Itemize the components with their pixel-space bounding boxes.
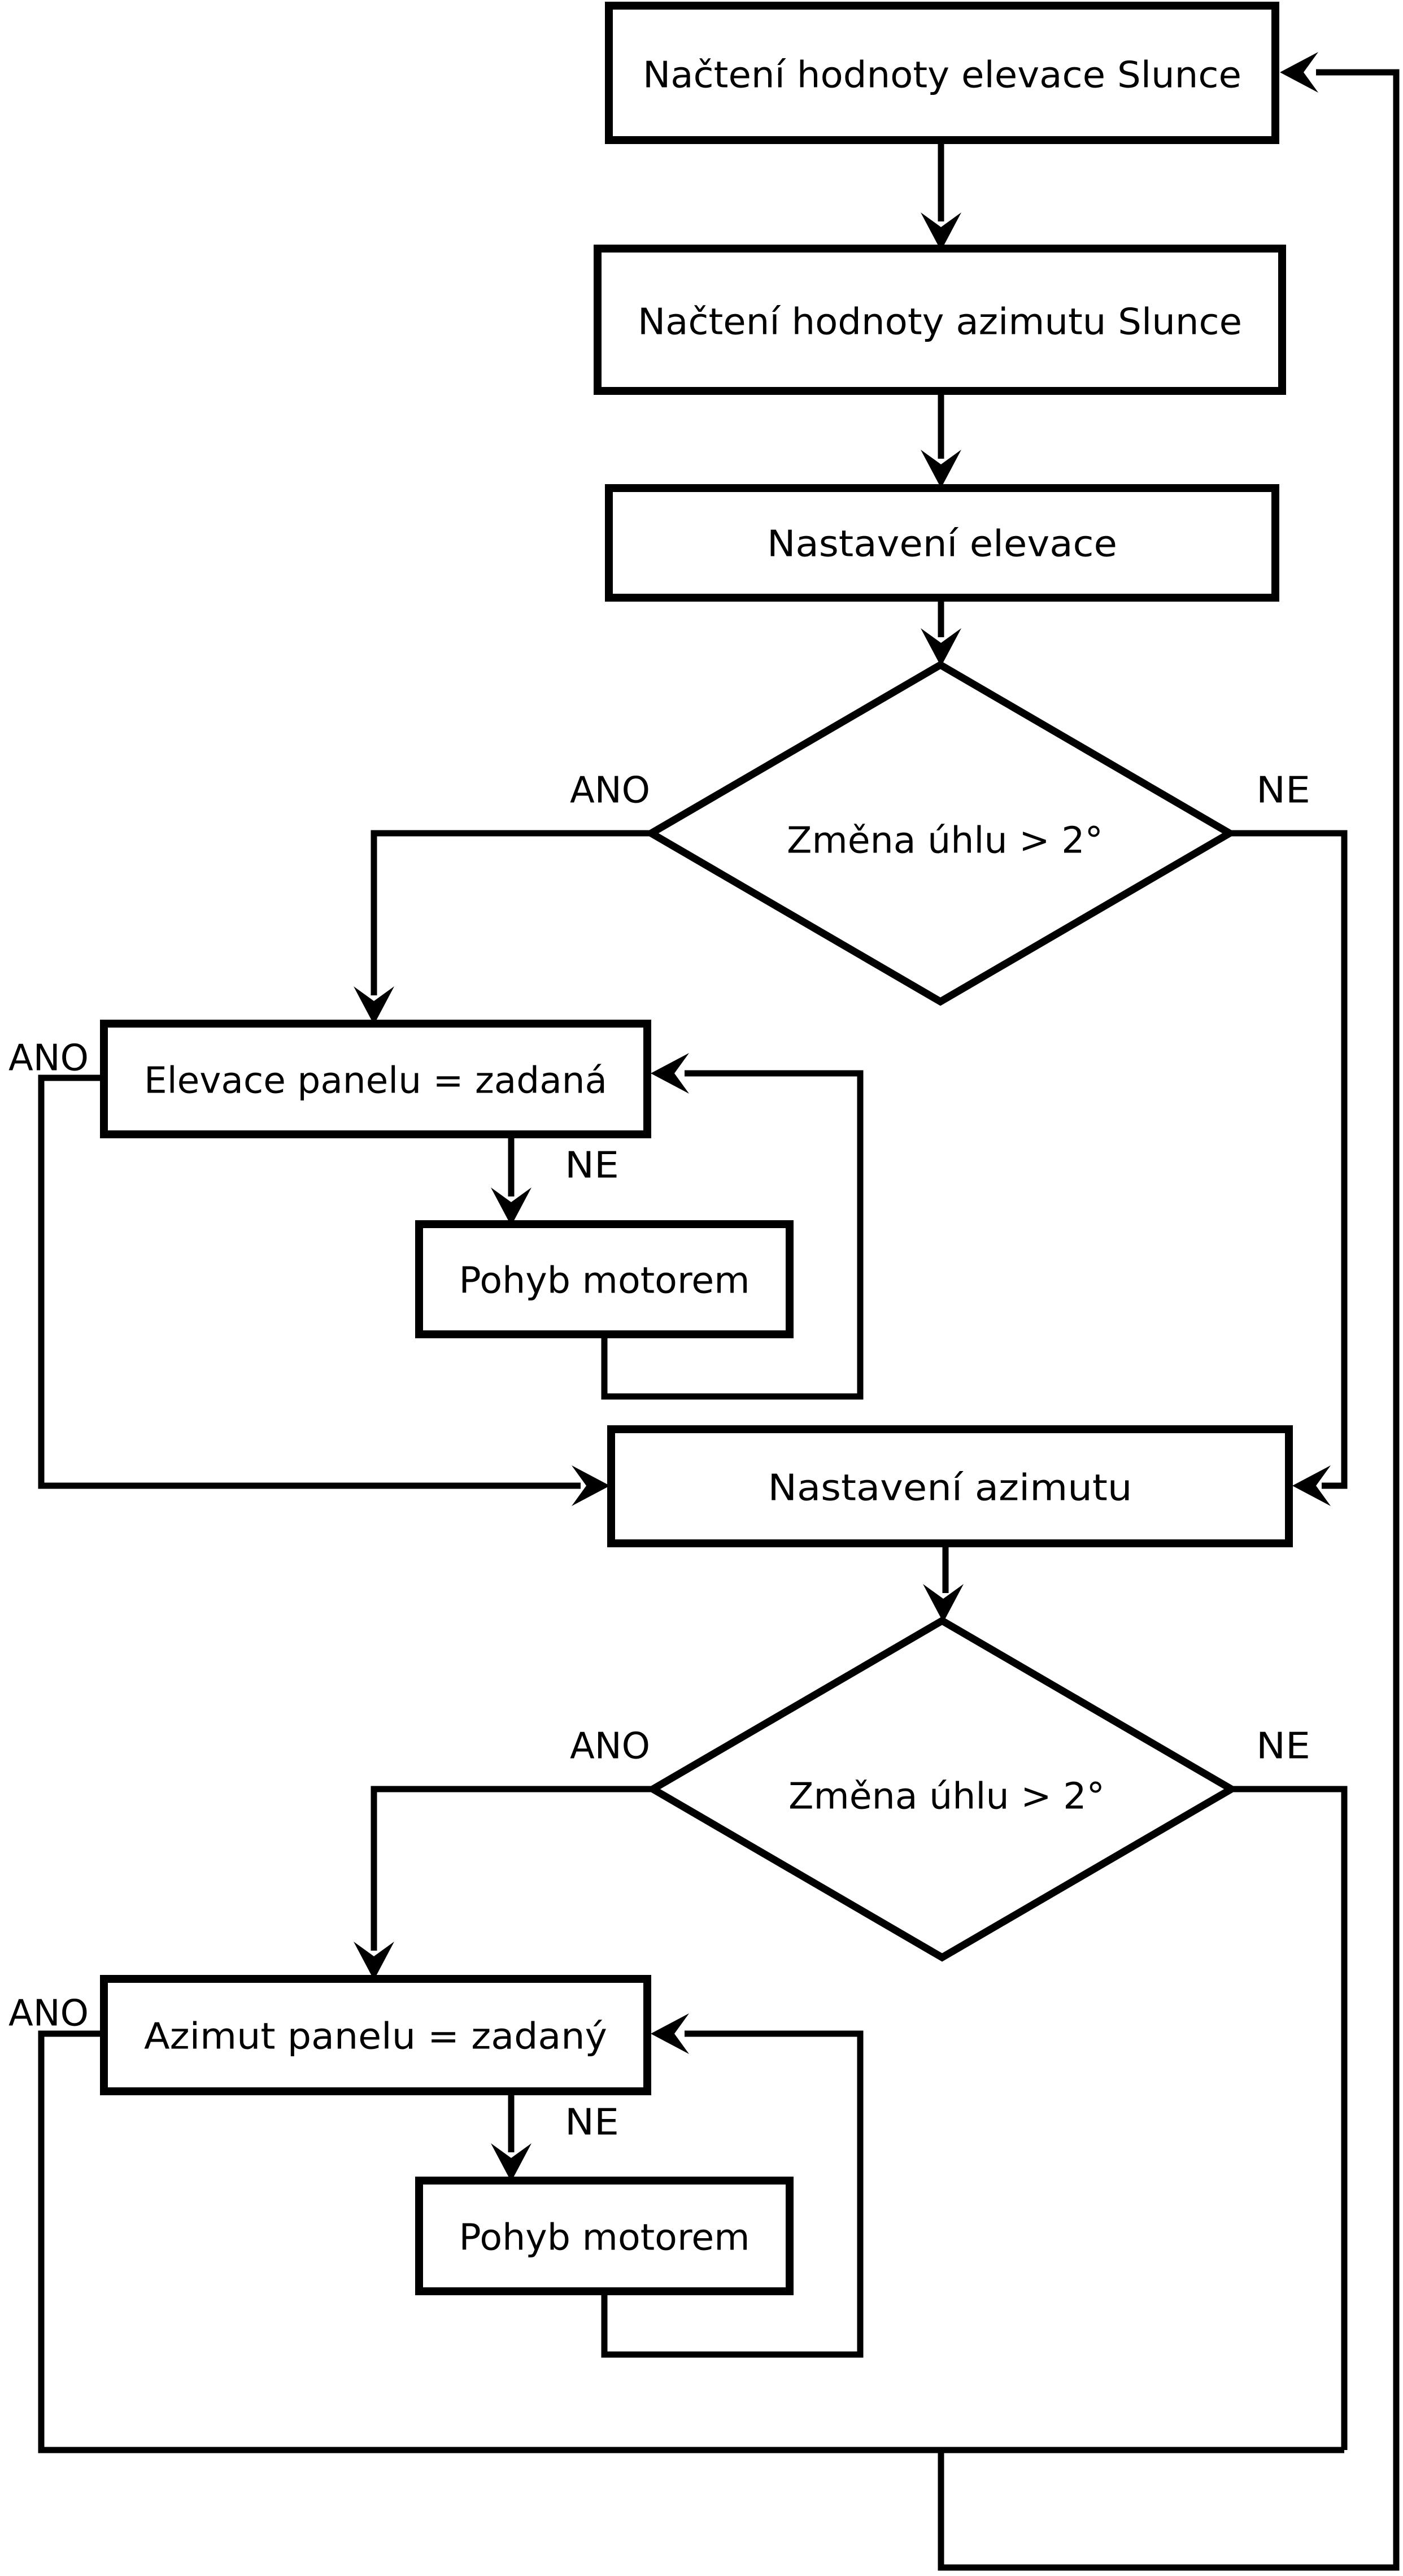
edge-elevation-change-no (1230, 830, 1348, 1489)
arrowhead-down-icon (921, 628, 961, 667)
node-elevation-equal (100, 1020, 651, 1138)
arrowhead-down-icon (354, 986, 394, 1025)
edge-azimuth-equal-yes (38, 2030, 1344, 2453)
node-set-elevation (605, 484, 1279, 602)
node-elevation-change-decision (644, 660, 1237, 1006)
node-azimuth-change-label: Změna úhlu > 2° (788, 1776, 1105, 1817)
node-set-elevation-label: Nastavení elevace (767, 523, 1117, 565)
node-elevation-motor (415, 1220, 794, 1338)
edge-elevation-equal-yes (38, 1074, 581, 1489)
edge-return-to-start (938, 69, 1400, 2571)
node-azimuth-equal-label: Azimut panelu = zadaný (144, 2016, 607, 2057)
arrowhead-down-icon (491, 2143, 531, 2182)
arrowhead-down-icon (921, 450, 961, 488)
edge-azimuth-change-no (1231, 1786, 1348, 2450)
node-azimuth-equal (100, 1975, 651, 2095)
node-elevation-motor-label: Pohyb motorem (459, 1260, 750, 1302)
node-load-azimuth (594, 245, 1286, 395)
label-elevation-equal-yes: ANO (8, 1037, 89, 1079)
node-azimuth-motor (415, 2177, 794, 2295)
arrowhead-left-icon (651, 1053, 689, 1094)
node-elevation-change-label: Změna úhlu > 2° (787, 820, 1103, 861)
label-elevation-change-no: NE (1256, 769, 1310, 811)
arrowhead-down-icon (921, 212, 961, 251)
label-azimuth-change-yes: ANO (570, 1725, 650, 1767)
node-azimuth-change-decision (646, 1616, 1239, 1962)
arrowhead-left-icon (1292, 1465, 1331, 1506)
node-set-azimuth (607, 1425, 1293, 1547)
arrowhead-left-icon (651, 2013, 689, 2054)
arrowhead-down-icon (923, 1584, 964, 1622)
arrowhead-down-icon (354, 1942, 394, 1980)
label-azimuth-change-no: NE (1256, 1725, 1310, 1767)
label-azimuth-equal-no: NE (565, 2101, 619, 2143)
node-set-azimuth-label: Nastavení azimutu (768, 1467, 1132, 1509)
arrowhead-right-icon (572, 1465, 610, 1506)
edge-elevation-change-yes (371, 830, 652, 995)
arrowhead-down-icon (491, 1187, 531, 1226)
node-elevation-equal-label: Elevace panelu = zadaná (144, 1060, 607, 1102)
node-load-azimuth-label: Načtení hodnoty azimutu Slunce (638, 301, 1242, 343)
node-azimuth-motor-label: Pohyb motorem (459, 2217, 750, 2259)
label-azimuth-equal-yes: ANO (8, 1992, 89, 2034)
node-load-elevation (605, 2, 1279, 144)
edge-azimuth-change-yes (371, 1786, 654, 1951)
node-load-elevation-label: Načtení hodnoty elevace Slunce (643, 54, 1241, 96)
edge-azimuth-motor-loop (601, 2030, 864, 2358)
label-elevation-equal-no: NE (565, 1145, 619, 1186)
arrowhead-left-icon (1280, 52, 1318, 93)
edge-elevation-motor-loop (601, 1070, 864, 1400)
label-elevation-change-yes: ANO (570, 769, 650, 811)
